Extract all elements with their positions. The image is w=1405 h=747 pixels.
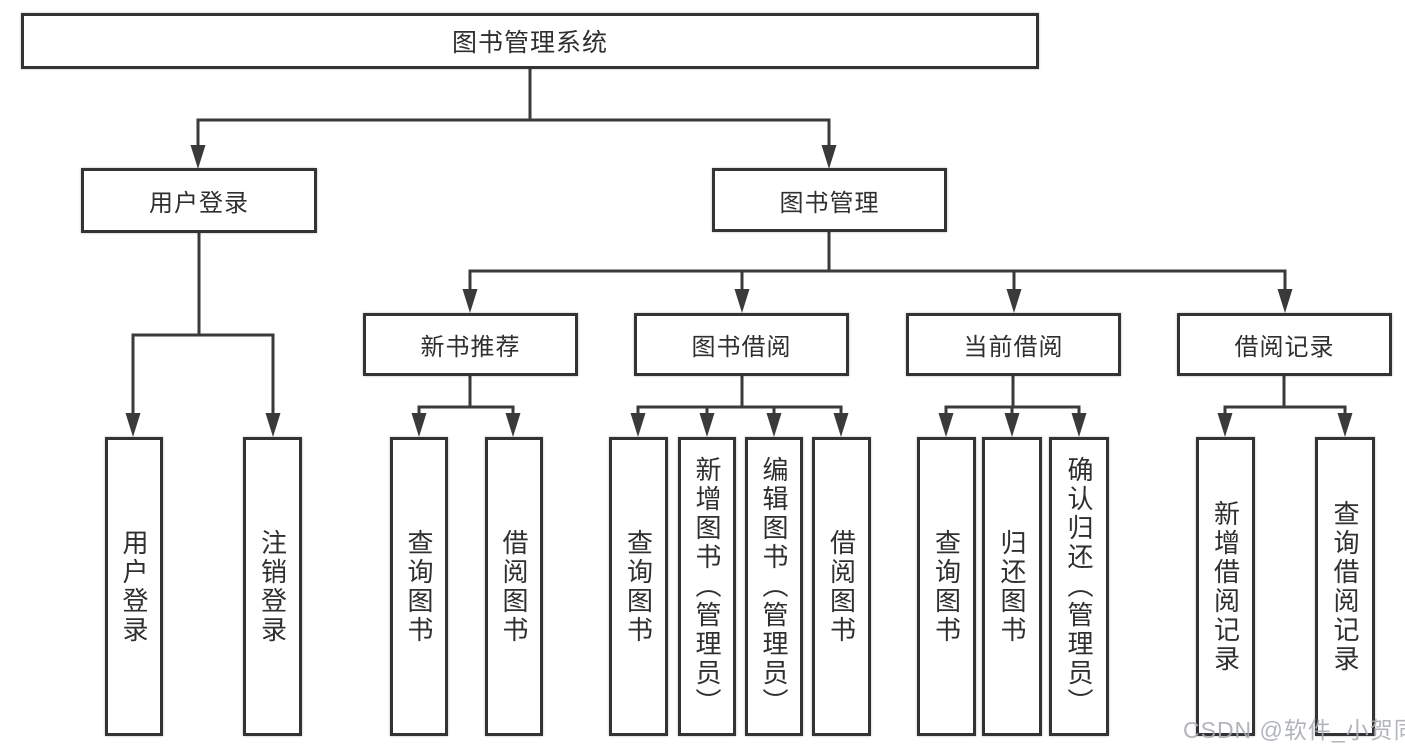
leaf-return-books: 归还图书 — [982, 437, 1042, 736]
leaf-add-borrow-record: 新增借阅记录 — [1196, 437, 1255, 736]
connector-book-borrowing-to-leaves — [630, 376, 849, 437]
leaf-search-books-recommend: 查询图书 — [390, 437, 448, 736]
csdn-watermark: CSDN @软件_小贺同学 — [1183, 717, 1405, 743]
leaf-borrow-books-recommend: 借阅图书 — [485, 437, 543, 736]
node-new-book-recommendation: 新书推荐 — [363, 313, 578, 376]
node-borrowing-records: 借阅记录 — [1177, 313, 1392, 376]
leaf-search-books-borrowing: 查询图书 — [609, 437, 668, 736]
node-current-borrowing: 当前借阅 — [906, 313, 1121, 376]
connector-current-borrowing-to-leaves — [938, 376, 1087, 437]
leaf-add-book-admin: 新增图书（管理员） — [678, 437, 736, 736]
leaf-edit-book-admin: 编辑图书（管理员） — [745, 437, 803, 736]
leaf-user-login: 用户登录 — [105, 437, 163, 736]
connector-root-to-branches — [190, 69, 837, 169]
leaf-logout: 注销登录 — [243, 437, 302, 736]
node-library-management-system: 图书管理系统 — [21, 13, 1039, 69]
leaf-search-borrow-record: 查询借阅记录 — [1315, 437, 1375, 736]
connector-new-book-recommendation-to-leaves — [411, 376, 521, 437]
leaf-confirm-return-admin: 确认归还（管理员） — [1049, 437, 1109, 736]
leaf-search-books-current: 查询图书 — [917, 437, 976, 736]
leaf-borrow-books-borrowing: 借阅图书 — [812, 437, 871, 736]
connector-user-login-to-leaves — [125, 233, 281, 437]
node-user-login: 用户登录 — [81, 168, 317, 233]
connector-borrowing-records-to-leaves — [1217, 376, 1353, 437]
node-book-management: 图书管理 — [712, 168, 947, 232]
node-book-borrowing: 图书借阅 — [634, 313, 849, 376]
connector-book-management-to-sections — [462, 232, 1293, 313]
